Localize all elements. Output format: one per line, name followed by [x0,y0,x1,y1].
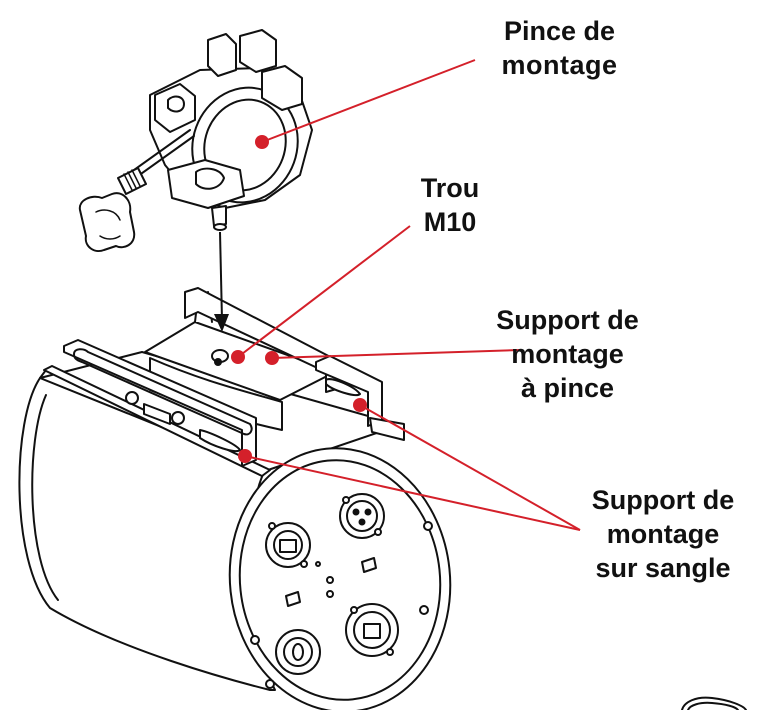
callout-line-sangle-b [359,404,581,531]
label-trou-m10: Trou M10 [395,171,505,239]
assembly-guide-line [219,231,223,321]
label-support-sangle-line2: montage [606,519,720,549]
label-pince-line2: montage [501,50,618,80]
callout-line-pince [261,59,476,143]
label-support-montage-sangle: Support de montage sur sangle [563,483,760,585]
callouts [231,59,581,531]
callout-dot-sangle-a [238,449,252,463]
callout-dot-trou [231,350,245,364]
callout-dot-sangle-b [353,398,367,412]
mounting-clamp [78,29,313,252]
callout-line-trou [237,225,411,358]
assembly-guide-arrow [214,314,229,332]
label-support-montage-pince: Support de montage à pince [465,303,670,405]
strap-bracket-right [315,355,405,441]
cable-fragment [681,696,747,710]
label-pince-de-montage: Pince de montage [472,14,647,82]
connector-panel [250,493,433,689]
label-pince-line1: Pince de [503,16,616,46]
label-support-sangle-line1: Support de [591,485,735,515]
callout-line-sangle-a [244,455,581,531]
label-support-pince-line3: à pince [520,373,615,403]
callout-dot-pince [255,135,269,149]
strap-bracket-left [63,339,257,467]
label-support-sangle-line3: sur sangle [595,553,731,583]
label-support-pince-line2: montage [511,339,624,369]
callout-dot-support-pince [265,351,279,365]
callout-line-support-pince [271,349,521,359]
label-trou-line2: M10 [423,207,477,237]
top-screws [125,391,185,425]
label-support-pince-line1: Support de [496,305,639,335]
label-trou-line1: Trou [420,173,480,203]
